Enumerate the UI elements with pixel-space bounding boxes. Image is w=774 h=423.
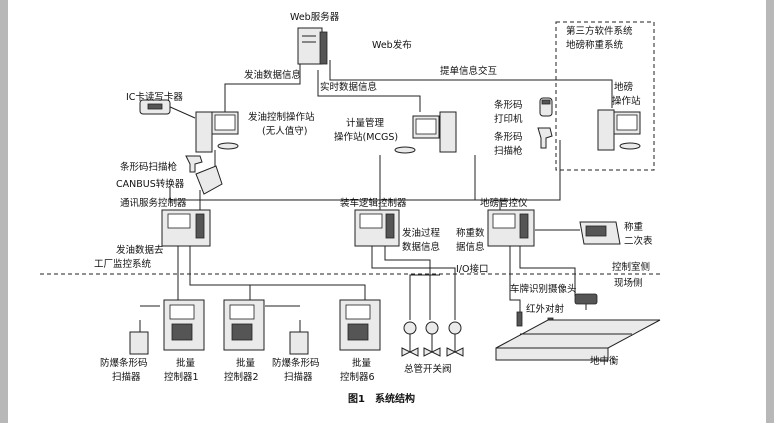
batch-ctrl-1-label-1: 批量 [176, 357, 196, 369]
figure-caption: 图1 系统结构 [348, 392, 415, 405]
canbus-converter-icon [195, 165, 223, 195]
right-border [766, 0, 774, 423]
refuel-process-label-2: 数据信息 [402, 241, 440, 253]
batch-ctrl-2-label-1: 批量 [236, 357, 256, 369]
barcode-gun-left-label: 条形码扫描枪 [120, 161, 178, 173]
refuel-process-label-1: 发油过程 [402, 227, 441, 239]
left-border [0, 0, 8, 423]
weigh-station-label-1: 地磅 [614, 81, 633, 93]
third-party-box [555, 21, 655, 171]
weigh-secondary-label-2: 二次表 [624, 235, 653, 247]
mgmt-station-label-2: 操作站(MCGS) [334, 131, 398, 143]
batch-ctrl-2-label-2: 控制器2 [224, 371, 259, 383]
weigh-station-label-2: 操作站 [612, 95, 641, 107]
comm-controller-label: 通讯服务控制器 [120, 197, 187, 209]
web-publish-label: Web发布 [372, 39, 412, 51]
weighbridge-label: 地中衡 [590, 355, 619, 367]
io-interface-label: I/O接口 [456, 263, 488, 275]
explosion-scanner-1-label-1: 防爆条形码 [100, 357, 148, 369]
barcode-gun-right-label-1: 条形码 [494, 131, 523, 143]
batch-controller-1-icon [163, 299, 205, 351]
weigh-controller-icon [487, 209, 535, 247]
batch-ctrl-6-label-1: 批量 [352, 357, 372, 369]
batch-ctrl-6-label-2: 控制器6 [340, 371, 375, 383]
weighbridge-platform-icon [495, 319, 661, 361]
lading-info-exchange-label: 提单信息交互 [440, 65, 498, 77]
comm-controller-icon [161, 209, 211, 247]
ic-card-reader-label: IC卡读写卡器 [126, 91, 183, 103]
barcode-gun-right-icon [537, 127, 553, 149]
refuel-data-to-label-1: 发油数据去 [116, 244, 164, 256]
refuel-station-label-2: (无人值守) [262, 125, 307, 137]
weigh-data-label-2: 据信息 [456, 241, 485, 253]
third-party-label-2: 地磅称重系统 [566, 39, 624, 51]
explosion-scanner-1-label-2: 扫描器 [112, 371, 141, 383]
connection-lines [139, 60, 613, 332]
batch-ctrl-1-label-2: 控制器1 [164, 371, 199, 383]
infrared-label: 红外对射 [526, 303, 565, 315]
weigh-data-label-1: 称重数 [456, 227, 485, 239]
realtime-data-info-label: 实时数据信息 [320, 81, 377, 93]
barcode-printer-icon [539, 97, 553, 117]
explosion-scanner-2-label-2: 扫描器 [284, 371, 313, 383]
barcode-printer-label-2: 打印机 [494, 113, 523, 125]
web-server-label: Web服务器 [290, 11, 340, 23]
refuel-station-pc-icon [195, 111, 239, 153]
mcgs-station-pc-icon [394, 111, 457, 154]
batch-controller-2-icon [223, 299, 265, 351]
explosion-scanner-2-icon [289, 331, 309, 355]
third-party-label-1: 第三方软件系统 [566, 25, 633, 37]
field-side-label: 现场侧 [614, 277, 643, 289]
refuel-data-info-label: 发油数据信息 [244, 69, 301, 81]
ic-card-reader-icon [139, 99, 171, 115]
loading-controller-label: 装车逻辑控制器 [340, 197, 407, 209]
loading-controller-icon [354, 209, 400, 247]
barcode-gun-right-label-2: 扫描枪 [494, 145, 523, 157]
plate-camera-label: 车牌识别摄像头 [510, 283, 577, 295]
canbus-converter-label: CANBUS转换器 [116, 178, 185, 190]
weigh-controller-label: 地磅管控仪 [480, 197, 528, 209]
valve-icons [401, 321, 464, 357]
refuel-data-to-label-2: 工厂监控系统 [94, 258, 152, 270]
weigh-secondary-label-1: 称重 [624, 221, 644, 233]
plate-camera-icon [574, 293, 598, 310]
mgmt-station-label-1: 计量管理 [346, 117, 385, 129]
refuel-station-label-1: 发油控制操作站 [248, 111, 315, 123]
main-valve-label: 总管开关阀 [404, 363, 452, 375]
weigh-secondary-display-icon [579, 221, 621, 245]
weigh-station-pc-icon [597, 109, 641, 151]
explosion-scanner-1-icon [129, 331, 149, 355]
barcode-printer-label-1: 条形码 [494, 99, 523, 111]
barcode-gun-left-icon [185, 155, 203, 173]
explosion-scanner-2-label-1: 防爆条形码 [272, 357, 320, 369]
batch-controller-6-icon [339, 299, 381, 351]
web-server-icon [297, 27, 328, 65]
text-labels: Web服务器 Web发布 第三方软件系统 地磅称重系统 发油数据信息 提单信息交… [94, 11, 653, 405]
control-room-side-label: 控制室侧 [612, 261, 650, 273]
